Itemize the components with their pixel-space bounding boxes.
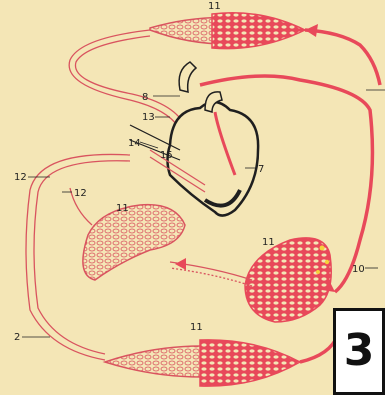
label-2: 2 xyxy=(14,332,20,343)
lung-arrow-head xyxy=(175,258,186,270)
heart xyxy=(130,62,258,216)
figure-number-badge: 3 xyxy=(333,308,385,395)
label-15: 15 xyxy=(160,150,173,161)
label-7: 7 xyxy=(258,164,264,175)
label-14: 14 xyxy=(128,138,141,149)
label-8: 8 xyxy=(142,92,148,103)
label-11-top: 11 xyxy=(208,1,221,12)
label-13: 13 xyxy=(142,112,155,123)
label-11-right: 11 xyxy=(262,237,275,248)
left-lung-capillaries xyxy=(83,205,185,280)
label-10: 10 xyxy=(352,264,365,275)
label-11-left: 11 xyxy=(116,203,129,214)
right-lung-capillaries xyxy=(245,238,331,322)
top-arrow-head xyxy=(305,24,318,37)
bottom-capillary-bed xyxy=(105,340,300,386)
top-capillary-bed xyxy=(150,13,305,49)
label-12-inner: 12 xyxy=(74,188,87,199)
label-12-outer: 12 xyxy=(14,172,27,183)
label-11-bottom: 11 xyxy=(190,322,203,333)
